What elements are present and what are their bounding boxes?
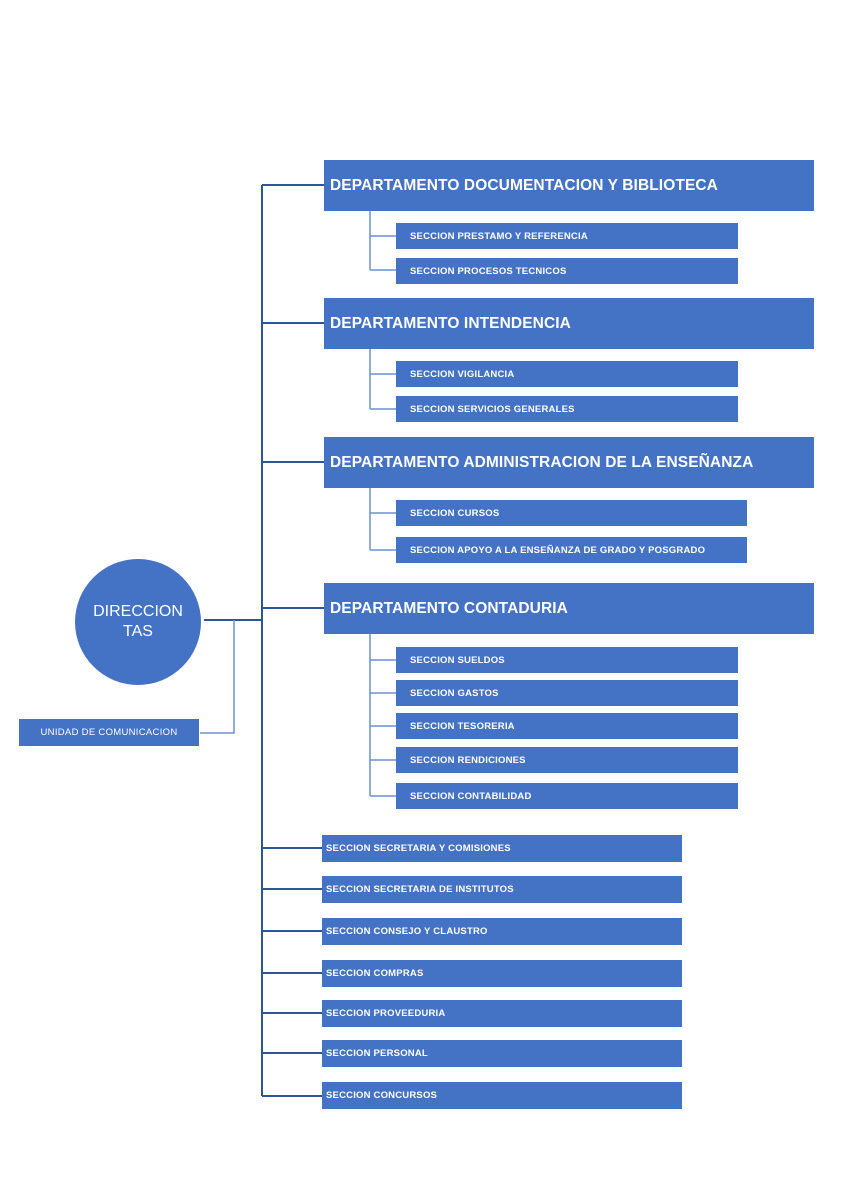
department-label: DEPARTAMENTO CONTADURIA: [330, 599, 568, 617]
section-label: SECCION SECRETARIA DE INSTITUTOS: [326, 884, 514, 895]
direct-section-node: SECCION CONCURSOS: [322, 1082, 682, 1109]
section-node: SECCION TESORERIA: [396, 713, 738, 739]
section-label: SECCION COMPRAS: [326, 968, 424, 979]
department-label: DEPARTAMENTO ADMINISTRACION DE LA ENSEÑA…: [330, 453, 754, 471]
section-node: SECCION GASTOS: [396, 680, 738, 706]
section-label: SECCION VIGILANCIA: [410, 368, 515, 380]
department-node: DEPARTAMENTO CONTADURIA: [324, 583, 814, 634]
section-label: SECCION CURSOS: [410, 507, 500, 519]
section-label: SECCION APOYO A LA ENSEÑANZA DE GRADO Y …: [410, 544, 706, 556]
section-label: SECCION CONSEJO Y CLAUSTRO: [326, 926, 488, 937]
section-label: SECCION RENDICIONES: [410, 754, 526, 766]
section-node: SECCION CONTABILIDAD: [396, 783, 738, 809]
section-label: SECCION PERSONAL: [326, 1048, 428, 1059]
section-label: SECCION PROVEEDURIA: [326, 1008, 446, 1019]
section-label: SECCION PROCESOS TECNICOS: [410, 265, 567, 277]
department-node: DEPARTAMENTO DOCUMENTACION Y BIBLIOTECA: [324, 160, 814, 211]
unit-label: UNIDAD DE COMUNICACION: [40, 727, 178, 738]
section-label: SECCION TESORERIA: [410, 720, 515, 732]
root-label-line2: TAS: [123, 623, 153, 640]
unit-connector: [200, 620, 235, 734]
section-label: SECCION GASTOS: [410, 687, 499, 699]
section-label: SECCION SUELDOS: [410, 654, 505, 666]
section-label: SECCION SECRETARIA Y COMISIONES: [326, 843, 511, 854]
direct-section-node: SECCION SECRETARIA DE INSTITUTOS: [322, 876, 682, 903]
root-node: DIRECCION TAS: [75, 559, 201, 685]
section-node: SECCION SERVICIOS GENERALES: [396, 396, 738, 422]
direct-section-node: SECCION COMPRAS: [322, 960, 682, 987]
section-node: SECCION APOYO A LA ENSEÑANZA DE GRADO Y …: [396, 537, 747, 563]
section-node: SECCION RENDICIONES: [396, 747, 738, 773]
section-label: SECCION CONTABILIDAD: [410, 790, 532, 802]
root-label-line1: DIRECCION: [93, 603, 183, 620]
section-node: SECCION PROCESOS TECNICOS: [396, 258, 738, 284]
section-node: SECCION VIGILANCIA: [396, 361, 738, 387]
direct-section-node: SECCION SECRETARIA Y COMISIONES: [322, 835, 682, 862]
direct-section-node: SECCION PERSONAL: [322, 1040, 682, 1067]
department-label: DEPARTAMENTO INTENDENCIA: [330, 314, 571, 332]
department-node: DEPARTAMENTO INTENDENCIA: [324, 298, 814, 349]
section-node: SECCION PRESTAMO Y REFERENCIA: [396, 223, 738, 249]
section-label: SECCION CONCURSOS: [326, 1090, 438, 1101]
section-node: SECCION CURSOS: [396, 500, 747, 526]
direct-section-node: SECCION PROVEEDURIA: [322, 1000, 682, 1027]
unit-node: UNIDAD DE COMUNICACION: [19, 719, 199, 746]
department-label: DEPARTAMENTO DOCUMENTACION Y BIBLIOTECA: [330, 176, 718, 194]
direct-section-node: SECCION CONSEJO Y CLAUSTRO: [322, 918, 682, 945]
department-node: DEPARTAMENTO ADMINISTRACION DE LA ENSEÑA…: [324, 437, 814, 488]
section-label: SECCION SERVICIOS GENERALES: [410, 403, 575, 415]
section-label: SECCION PRESTAMO Y REFERENCIA: [410, 230, 588, 242]
section-node: SECCION SUELDOS: [396, 647, 738, 673]
